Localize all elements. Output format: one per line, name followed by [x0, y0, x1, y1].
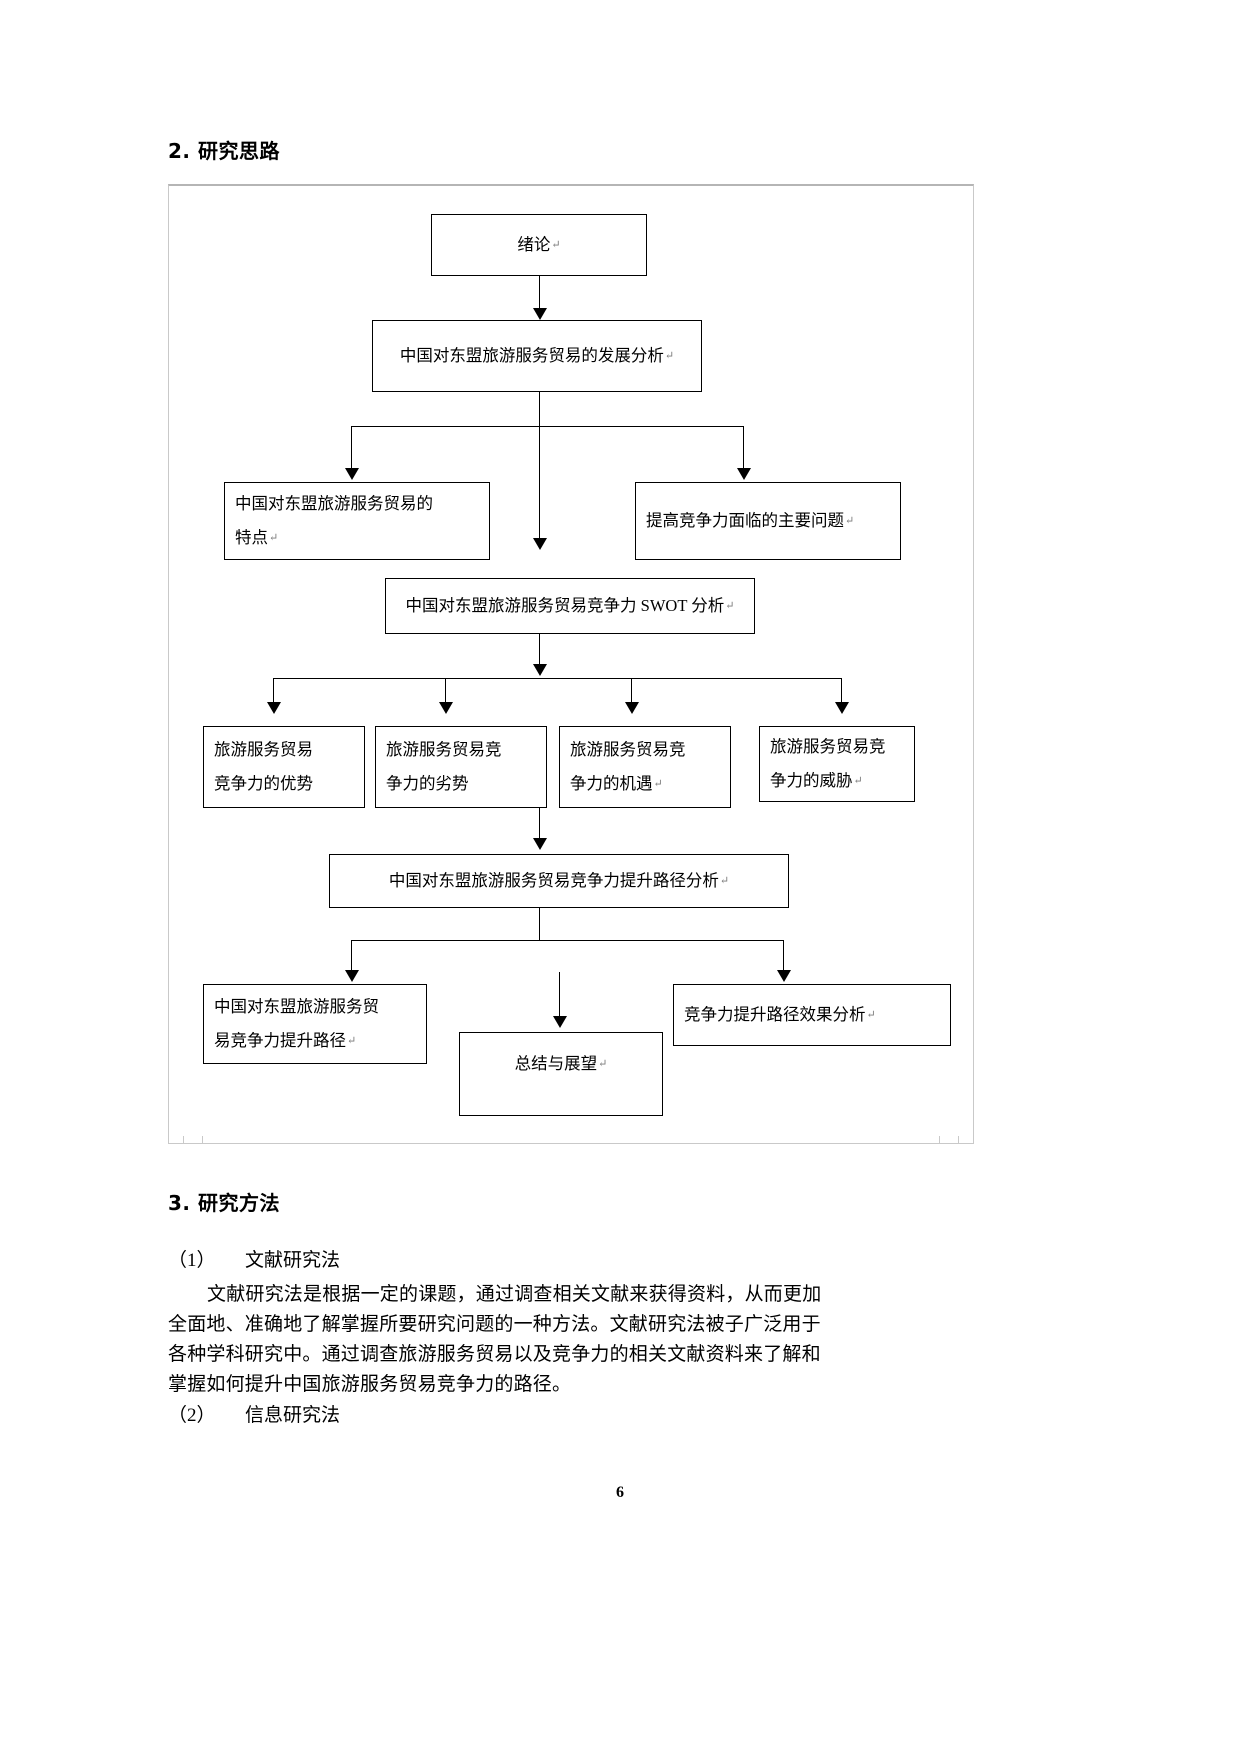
flow-node-path-analysis-line1: 中国对东盟旅游服务贸易竞争力提升路径分析↵ — [388, 871, 730, 890]
flow-node-path-analysis[interactable]: 中国对东盟旅游服务贸易竞争力提升路径分析↵ — [329, 854, 789, 908]
arrowhead-swot-down — [533, 664, 547, 676]
method-item1-body-line3: 各种学科研究中。通过调查旅游服务贸易以及竞争力的相关文献资料来了解和 — [168, 1344, 821, 1365]
paragraph-mark-icon: ↵ — [845, 515, 855, 527]
flow-node-strength-line1: 旅游服务贸易 — [214, 740, 313, 759]
flow-node-strength-line2: 竞争力的优势 — [214, 774, 313, 793]
arrowhead-bus-to-effect — [777, 970, 791, 982]
arrowhead-swot-to-strength — [267, 702, 281, 714]
method-item2-title: 信息研究法 — [245, 1405, 341, 1426]
connector-swot-to-weakness — [445, 678, 446, 708]
connector-bus-to-characteristics — [351, 426, 352, 474]
flow-node-swot-analysis[interactable]: 中国对东盟旅游服务贸易竞争力 SWOT 分析↵ — [385, 578, 755, 634]
connector-intro-to-development — [539, 276, 540, 314]
flow-node-weakness-line2: 争力的劣势 — [386, 774, 469, 793]
flow-node-swot-analysis-line1: 中国对东盟旅游服务贸易竞争力 SWOT 分析↵ — [405, 596, 735, 615]
flow-node-threat[interactable]: 旅游服务贸易竞 争力的威胁↵ — [759, 726, 915, 802]
paragraph-mark-icon: ↵ — [853, 775, 863, 787]
arrowhead-swot-to-opportunity — [625, 702, 639, 714]
flow-node-summary-outlook[interactable]: 总结与展望↵ — [459, 1032, 663, 1116]
paragraph-mark-icon: ↵ — [269, 532, 279, 544]
arrowhead-intro-to-development — [533, 308, 547, 320]
page-title-research-approach: 2. 研究思路 — [168, 139, 280, 163]
paragraph-mark-icon: ↵ — [866, 1009, 876, 1021]
page-number: 6 — [616, 1484, 624, 1501]
arrowhead-bus-to-swot — [533, 538, 547, 550]
arrowhead-bus-to-characteristics — [345, 468, 359, 480]
connector-bus-to-effect — [783, 940, 784, 976]
flow-node-weakness[interactable]: 旅游服务贸易竞 争力的劣势 — [375, 726, 547, 808]
flow-node-upgrade-path-line1: 中国对东盟旅游服务贸 — [214, 997, 379, 1016]
flow-node-upgrade-path[interactable]: 中国对东盟旅游服务贸 易竞争力提升路径↵ — [203, 984, 427, 1064]
flow-node-effect-analysis-line1: 竞争力提升路径效果分析↵ — [684, 1005, 876, 1024]
connector-path-bus — [351, 940, 783, 941]
arrowhead-bus-to-upgrade-path — [345, 970, 359, 982]
arrowhead-bus-to-summary — [553, 1016, 567, 1028]
connector-swot-leaves-to-path — [539, 808, 540, 846]
paragraph-mark-icon: ↵ — [551, 239, 561, 251]
paragraph-mark-icon: ↵ — [725, 600, 735, 612]
flow-node-opportunity-line2: 争力的机遇↵ — [570, 774, 663, 793]
flow-node-effect-analysis[interactable]: 竞争力提升路径效果分析↵ — [673, 984, 951, 1046]
paragraph-mark-icon: ↵ — [347, 1035, 357, 1047]
flow-node-main-problems[interactable]: 提高竞争力面临的主要问题↵ — [635, 482, 901, 560]
flow-node-threat-line1: 旅游服务贸易竞 — [770, 737, 886, 756]
paragraph-mark-icon: ↵ — [664, 350, 675, 362]
connector-development-bus — [351, 426, 743, 427]
method-item1-title: 文献研究法 — [245, 1250, 341, 1271]
arrowhead-swot-to-weakness — [439, 702, 453, 714]
connector-development-down — [539, 392, 540, 426]
flow-node-development-analysis[interactable]: 中国对东盟旅游服务贸易的发展分析↵ — [372, 320, 702, 392]
flow-node-characteristics-line2: 特点↵ — [235, 528, 279, 547]
page-title-research-method: 3. 研究方法 — [168, 1191, 280, 1215]
connector-bus-to-problems — [743, 426, 744, 474]
flow-node-main-problems-line1: 提高竞争力面临的主要问题↵ — [646, 511, 855, 530]
method-item1-body-line4: 掌握如何提升中国旅游服务贸易竞争力的路径。 — [168, 1374, 572, 1395]
method-item1-body-line2: 全面地、准确地了解掌握所要研究问题的一种方法。文献研究法被子广泛用于 — [168, 1314, 821, 1335]
connector-swot-to-opportunity — [631, 678, 632, 708]
flow-node-characteristics-line1: 中国对东盟旅游服务贸易的 — [235, 494, 433, 513]
connector-swot-bus — [273, 678, 841, 679]
method-item2-number: （2） — [168, 1405, 216, 1426]
connector-swot-to-threat — [841, 678, 842, 708]
flow-node-summary-outlook-line1: 总结与展望↵ — [514, 1054, 608, 1073]
paragraph-mark-icon: ↵ — [598, 1058, 608, 1070]
arrowhead-leaves-to-path — [533, 838, 547, 850]
connector-swot-down — [539, 634, 540, 672]
frame-tick-right — [939, 1136, 959, 1144]
paragraph-mark-icon: ↵ — [653, 778, 663, 790]
arrowhead-bus-to-problems — [737, 468, 751, 480]
flow-node-intro[interactable]: 绪论↵ — [431, 214, 647, 276]
frame-tick-left — [183, 1136, 203, 1144]
connector-bus-to-upgrade-path — [351, 940, 352, 976]
flow-node-threat-line2: 争力的威胁↵ — [770, 771, 863, 790]
flowchart-container: 绪论↵ 中国对东盟旅游服务贸易的发展分析↵ 中国对东盟旅游服务贸易的 特点↵ 提… — [168, 184, 974, 1144]
flow-node-weakness-line1: 旅游服务贸易竞 — [386, 740, 502, 759]
method-item1-body-line1: 文献研究法是根据一定的课题，通过调查相关文献来获得资料，从而更加 — [207, 1284, 822, 1305]
connector-swot-to-strength — [273, 678, 274, 708]
connector-path-down — [539, 908, 540, 940]
flow-node-intro-line1: 绪论↵ — [517, 235, 561, 254]
flow-node-upgrade-path-line2: 易竞争力提升路径↵ — [214, 1031, 357, 1050]
paragraph-mark-icon: ↵ — [719, 875, 730, 887]
flow-node-strength[interactable]: 旅游服务贸易 竞争力的优势 — [203, 726, 365, 808]
flow-node-opportunity[interactable]: 旅游服务贸易竞 争力的机遇↵ — [559, 726, 731, 808]
method-item1-number: （1） — [168, 1250, 216, 1271]
connector-bus-to-swot — [539, 426, 540, 546]
arrowhead-swot-to-threat — [835, 702, 849, 714]
flow-node-development-analysis-line1: 中国对东盟旅游服务贸易的发展分析↵ — [399, 346, 675, 365]
connector-bus-to-summary — [559, 972, 560, 1022]
flow-node-characteristics[interactable]: 中国对东盟旅游服务贸易的 特点↵ — [224, 482, 490, 560]
flow-node-opportunity-line1: 旅游服务贸易竞 — [570, 740, 686, 759]
